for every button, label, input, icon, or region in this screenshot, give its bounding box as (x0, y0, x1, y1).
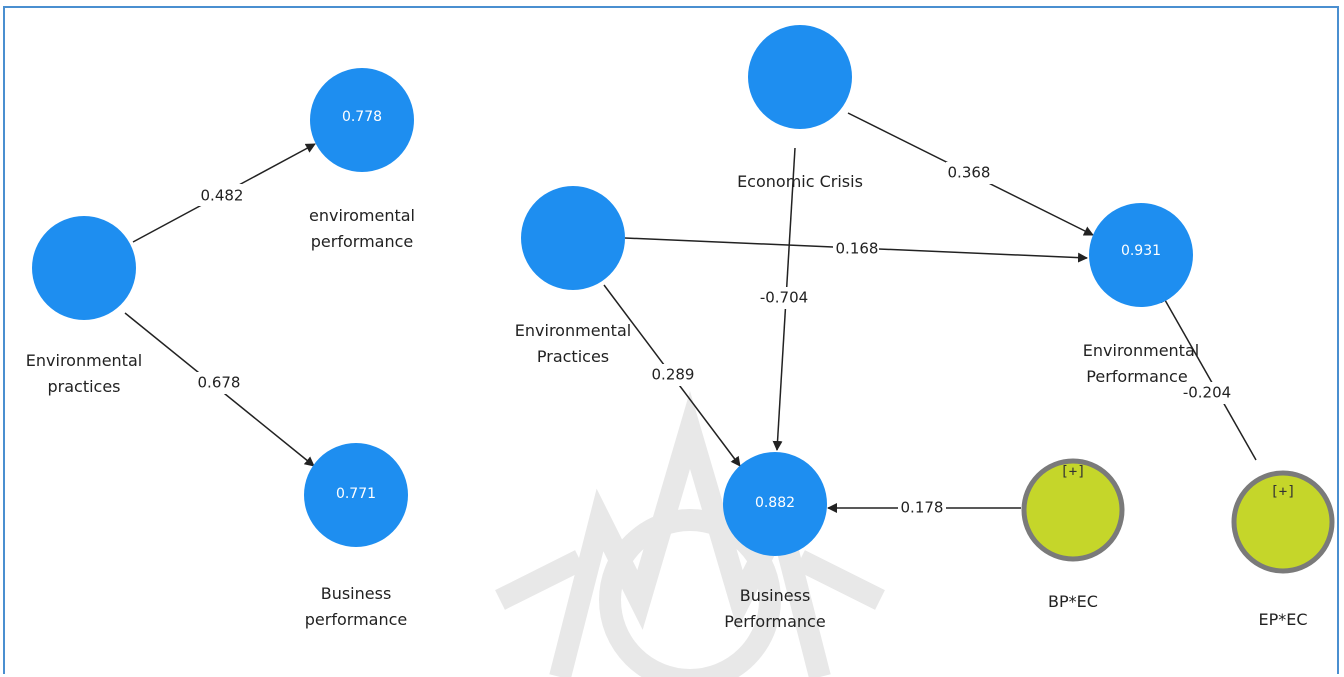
svg-text:0.368: 0.368 (948, 164, 991, 182)
node-value: 0.931 (1121, 243, 1161, 259)
path-coefficient: 0.178 (898, 497, 946, 519)
node-label: Performance (1086, 367, 1187, 386)
expand-icon[interactable]: [+] (1060, 464, 1085, 480)
svg-text:0.482: 0.482 (201, 187, 244, 205)
node-bp-ec[interactable]: [+] (1021, 458, 1125, 562)
path-coefficient: 0.368 (946, 162, 992, 184)
svg-text:0.289: 0.289 (652, 366, 695, 384)
node-economic-crisis[interactable] (748, 25, 852, 129)
node-label: Business (321, 584, 392, 603)
path-coefficient: 0.482 (196, 184, 243, 206)
node-label: Business (740, 586, 811, 605)
node-label: performance (305, 610, 407, 629)
node-label: BP*EC (1048, 592, 1098, 611)
edge-epec-to-envperf (1160, 292, 1257, 461)
node-right-environmental-practices[interactable] (521, 186, 625, 290)
node-label: Performance (724, 612, 825, 631)
node-label: Environmental (515, 321, 631, 340)
svg-text:-0.704: -0.704 (760, 289, 808, 307)
node-label: performance (311, 232, 413, 251)
node-label: Practices (537, 347, 609, 366)
node-label: EP*EC (1258, 610, 1307, 629)
svg-text:0.678: 0.678 (198, 374, 241, 392)
svg-text:0.168: 0.168 (836, 240, 879, 258)
path-coefficient: -0.704 (758, 287, 810, 309)
path-coefficient: 0.678 (196, 372, 242, 394)
node-left-environmental-practices[interactable] (32, 216, 136, 320)
node-left-business-performance[interactable]: 0.771 (304, 443, 408, 547)
svg-text:-0.204: -0.204 (1183, 384, 1231, 402)
expand-icon[interactable]: [+] (1270, 484, 1295, 500)
node-left-environmental-performance[interactable]: 0.778 (310, 68, 414, 172)
node-label: enviromental (309, 206, 415, 225)
node-label: practices (47, 377, 120, 396)
node-value: 0.771 (336, 486, 376, 502)
path-coefficient: 0.168 (833, 238, 879, 260)
node-label: Environmental (1083, 341, 1199, 360)
node-right-environmental-performance[interactable]: 0.931 (1089, 203, 1193, 307)
node-label: Environmental (26, 351, 142, 370)
node-value: 0.778 (342, 109, 382, 125)
diagram-frame (3, 6, 1339, 674)
path-coefficient: -0.204 (1180, 382, 1236, 404)
node-label: Economic Crisis (737, 172, 863, 191)
svg-text:0.178: 0.178 (901, 499, 944, 517)
mandala-watermark-icon (495, 391, 885, 677)
path-coefficient: 0.289 (650, 364, 696, 386)
node-right-business-performance[interactable]: 0.882 (723, 452, 827, 556)
node-value: 0.882 (755, 495, 795, 511)
node-ep-ec[interactable]: [+] (1231, 470, 1335, 574)
